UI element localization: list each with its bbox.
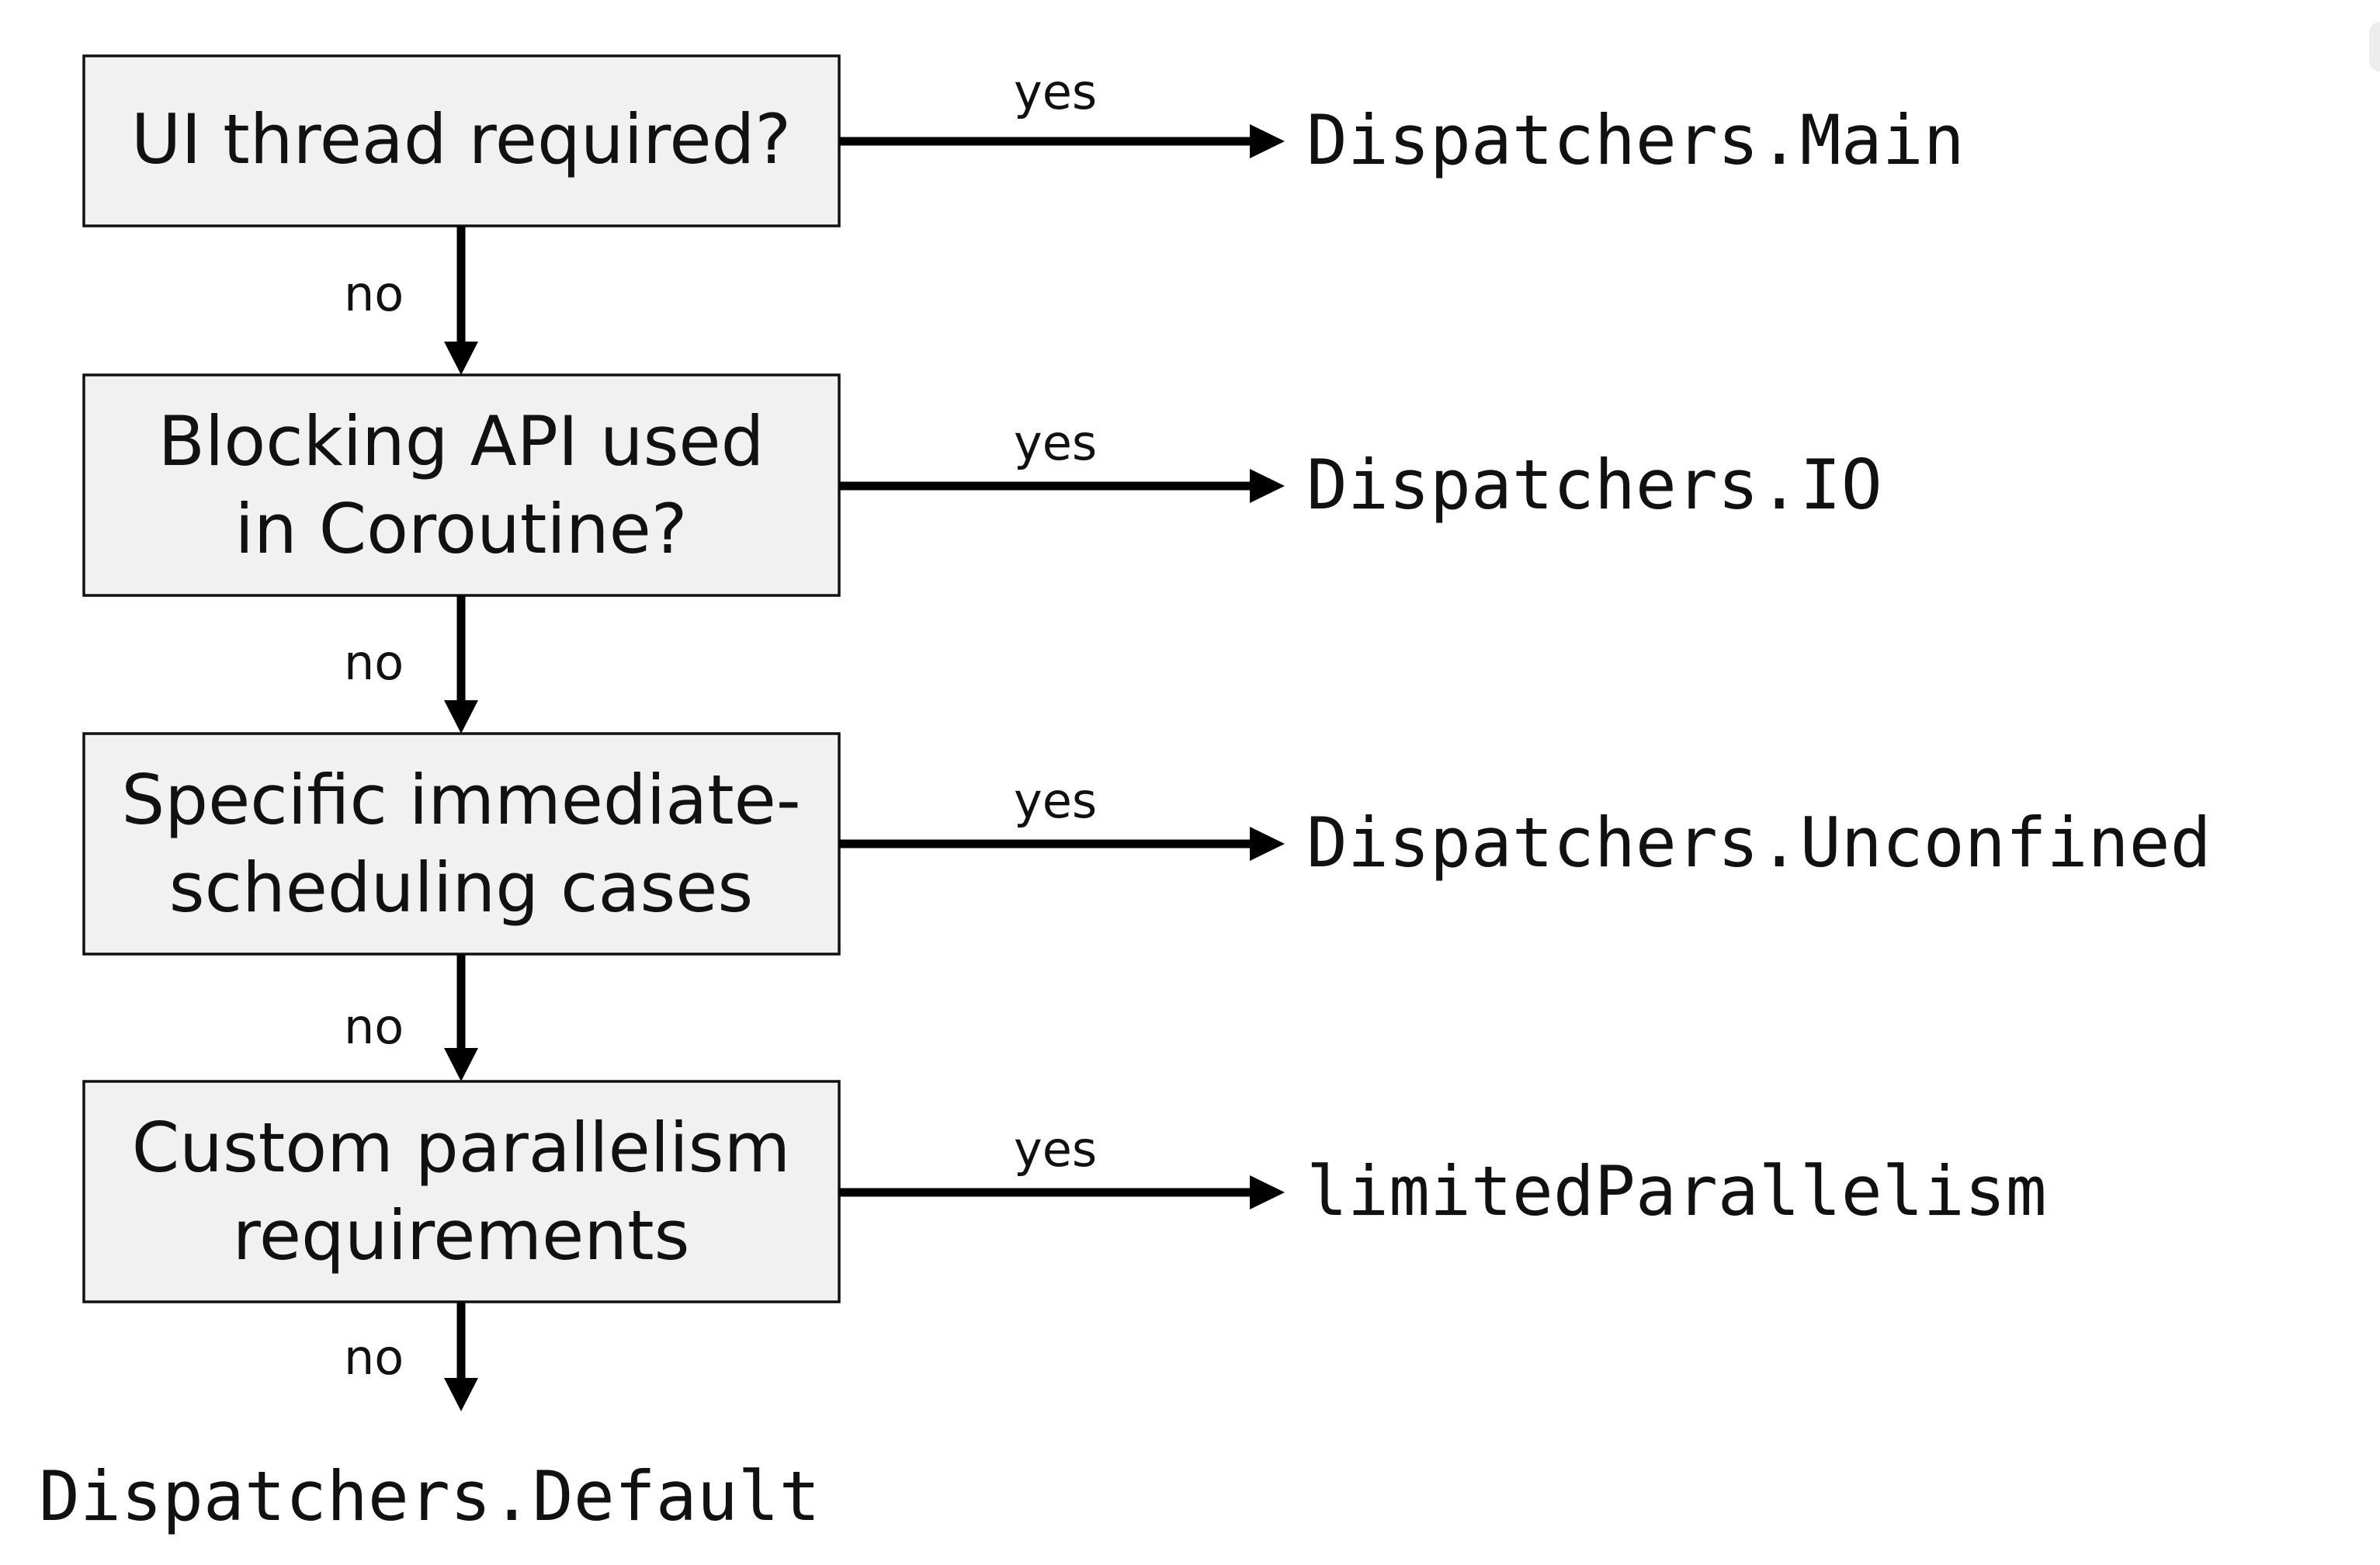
decision-box — [82, 54, 841, 227]
yes-label: yes — [1014, 64, 1097, 120]
decision-line: Specific immediate- — [121, 760, 800, 840]
yes-label: yes — [1014, 415, 1097, 471]
yes-label: yes — [1014, 1121, 1097, 1178]
outcome-dispatchers-default: Dispatchers.Default — [39, 1456, 821, 1536]
outcome-dispatchers-io: Dispatchers.IO — [1306, 445, 1882, 525]
decision-node-immediate-scheduling: Specific immediate- scheduling cases — [82, 732, 841, 956]
yes-arrowhead — [1250, 1175, 1285, 1209]
yes-arrowhead — [1250, 827, 1285, 861]
no-label: no — [344, 265, 404, 322]
no-branch-blocking-api: no — [344, 595, 478, 734]
edge-handle — [2369, 22, 2380, 71]
outcome-dispatchers-main: Dispatchers.Main — [1306, 100, 1965, 180]
decision-line: in Coroutine? — [235, 489, 688, 569]
no-branch-immediate-scheduling: no — [344, 954, 478, 1081]
outcome-limited-parallelism: limitedParallelism — [1306, 1151, 2047, 1231]
decision-line: scheduling cases — [169, 848, 753, 928]
yes-arrowhead — [1250, 124, 1285, 158]
decision-box — [82, 1080, 841, 1303]
yes-branch-blocking-api: yes Dispatchers.IO — [839, 415, 1882, 525]
decision-box — [82, 732, 841, 956]
yes-label: yes — [1014, 772, 1097, 829]
no-label: no — [344, 634, 404, 691]
no-label: no — [344, 998, 404, 1055]
no-arrowhead — [444, 1378, 478, 1411]
no-arrowhead — [444, 700, 478, 734]
no-branch-custom-parallelism: no — [344, 1302, 478, 1411]
decision-node-ui-thread: UI thread required? — [82, 54, 841, 227]
decision-node-custom-parallelism: Custom parallelism requirements — [82, 1080, 841, 1303]
no-label: no — [344, 1329, 404, 1386]
outcome-dispatchers-unconfined: Dispatchers.Unconfined — [1306, 803, 2212, 883]
yes-branch-ui-thread: yes Dispatchers.Main — [839, 64, 1965, 180]
no-arrowhead — [444, 1048, 478, 1081]
yes-branch-custom-parallelism: yes limitedParallelism — [839, 1121, 2047, 1231]
decision-box — [82, 373, 841, 597]
decision-line: Blocking API used — [158, 401, 765, 481]
no-branch-ui-thread: no — [344, 226, 478, 375]
no-arrowhead — [444, 342, 478, 375]
yes-arrowhead — [1250, 469, 1285, 503]
decision-line: UI thread required? — [131, 99, 791, 179]
decision-line: requirements — [233, 1195, 690, 1275]
decision-line: Custom parallelism — [132, 1108, 791, 1188]
yes-branch-immediate-scheduling: yes Dispatchers.Unconfined — [839, 772, 2212, 883]
decision-node-blocking-api: Blocking API used in Coroutine? — [82, 373, 841, 597]
